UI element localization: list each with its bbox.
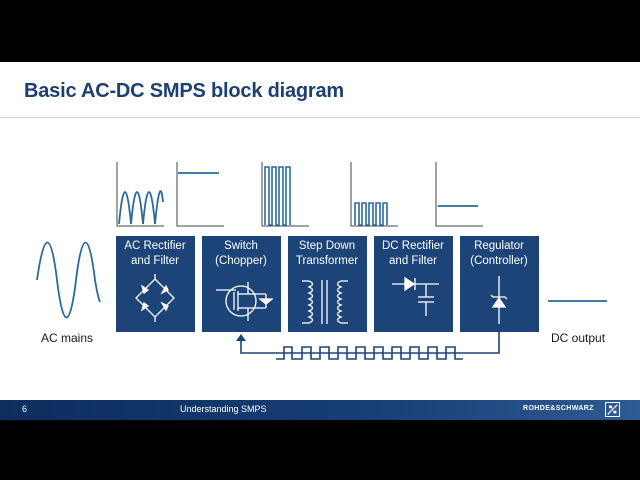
smps-block-diagram [36, 162, 607, 360]
waveform-dc-level-low [435, 162, 483, 227]
block-label-line2: and Filter [131, 255, 179, 267]
block-label-transformer: Step Down Transformer [288, 239, 366, 269]
footer-title: Understanding SMPS [180, 404, 267, 414]
mosfet-icon [216, 282, 274, 321]
waveform-rectified-sine [116, 162, 164, 227]
waveform-dc-level-high [176, 162, 224, 227]
slide-title: Basic AC-DC SMPS block diagram [24, 80, 345, 102]
slide: Basic AC-DC SMPS block diagram [0, 62, 640, 420]
rohde-schwarz-logo-icon [605, 402, 620, 417]
footer-bar: 6 Understanding SMPS ROHDE&SCHWARZ [0, 400, 640, 420]
block-label-line2: Transformer [295, 255, 359, 267]
feedback-loop [236, 332, 500, 360]
block-label-line2: (Chopper) [215, 255, 267, 267]
block-label-line1: DC Rectifier [382, 240, 444, 252]
dc-output-label: DC output [551, 331, 606, 345]
ac-mains-label: AC mains [41, 331, 94, 345]
block-label-line2: (Controller) [470, 255, 528, 267]
page-number: 6 [22, 404, 28, 414]
block-label-dc-rectifier: DC Rectifier and Filter [374, 239, 452, 269]
block-label-line1: AC Rectifier [124, 240, 186, 252]
title-divider [0, 117, 640, 118]
ac-sine-waveform [36, 241, 101, 319]
block-label-line1: Switch [224, 240, 258, 252]
block-label-regulator: Regulator (Controller) [460, 239, 538, 269]
block-label-line2: and Filter [389, 255, 437, 267]
block-label-line1: Regulator [474, 240, 524, 252]
block-label-switch: Switch (Chopper) [202, 239, 280, 269]
waveform-pulses-short [350, 162, 398, 227]
pwm-control-signal [276, 346, 463, 360]
brand-name: ROHDE&SCHWARZ [523, 405, 594, 412]
waveform-pulses-tall [261, 162, 309, 227]
block-label-line1: Step Down [298, 240, 356, 252]
zener-diode-icon [490, 276, 508, 324]
bridge-rectifier-icon [135, 274, 175, 322]
block-label-ac-rectifier: AC Rectifier and Filter [116, 239, 194, 269]
transformer-icon [302, 280, 348, 324]
diode-capacitor-icon [392, 276, 439, 316]
